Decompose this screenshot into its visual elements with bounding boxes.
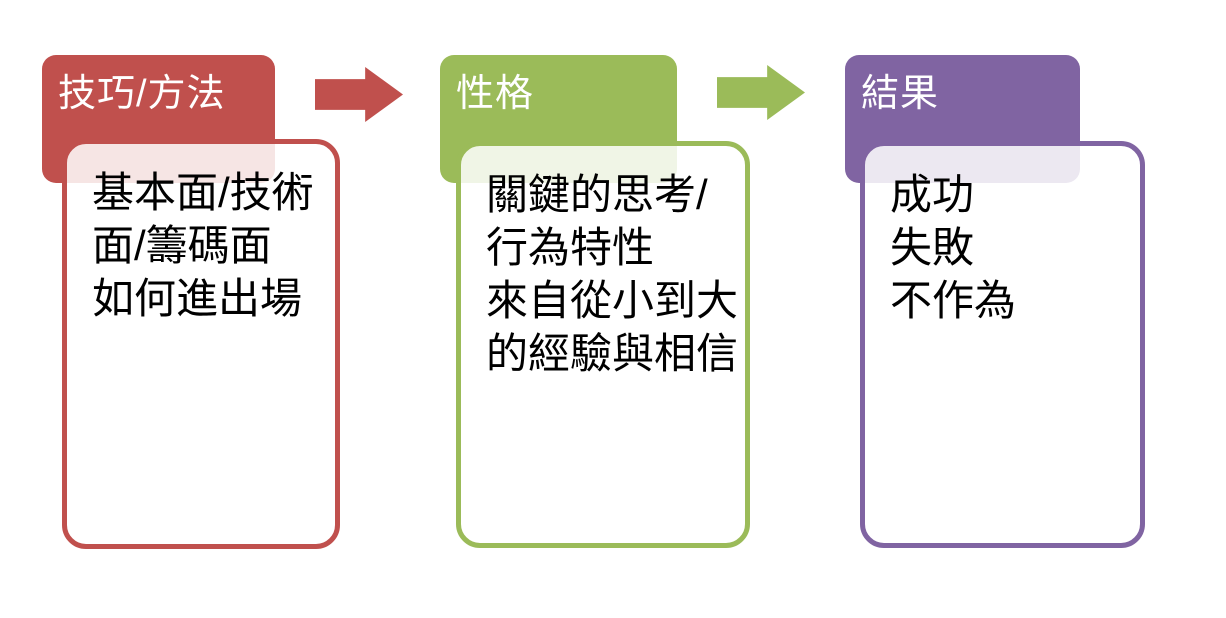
step-1-text-line-2: 面/籌碼面 <box>92 222 272 269</box>
step-2-text-line-4: 的經驗與相信 <box>486 330 739 377</box>
step-2-text-line-2: 行為特性 <box>486 224 655 271</box>
step-3-text-line-1: 成功 <box>890 171 975 218</box>
step-1-text-line-1: 基本面/技術 <box>92 169 314 216</box>
right-arrow-icon <box>315 67 403 122</box>
step-3-text-line-3: 不作為 <box>890 277 1017 324</box>
step-2-title: 性格 <box>456 73 535 115</box>
step-3-title: 結果 <box>861 73 940 115</box>
step-3-body-panel: 成功 失敗 不作為 <box>860 141 1145 548</box>
step-2-body-panel: 關鍵的思考/ 行為特性 來自從小到大 的經驗與相信 <box>456 141 750 548</box>
step-1-title: 技巧/方法 <box>58 73 226 115</box>
step-2-text-line-1: 關鍵的思考/ <box>486 171 708 218</box>
step-1-body-panel: 基本面/技術 面/籌碼面 如何進出場 <box>62 139 340 549</box>
right-arrow-icon <box>717 65 805 120</box>
step-1-text-line-3: 如何進出場 <box>92 275 303 322</box>
step-2-text-line-3: 來自從小到大 <box>486 277 739 324</box>
step-3-text-line-2: 失敗 <box>890 224 975 271</box>
